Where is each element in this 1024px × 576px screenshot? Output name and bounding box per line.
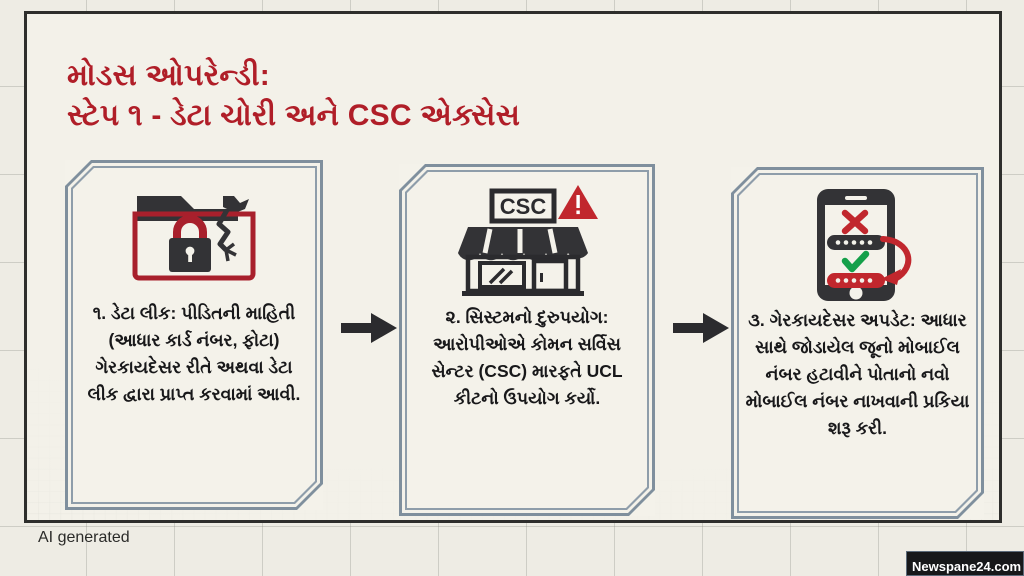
arrow-step2-to-step3 bbox=[673, 311, 731, 345]
arrow-step1-to-step2 bbox=[341, 311, 399, 345]
ai-generated-notice: AI generated bbox=[38, 529, 130, 546]
step-card-1[interactable]: ૧. ડેટા લીક: પીડિતની માહિતી (આધાર કાર્ડ … bbox=[65, 160, 323, 510]
csc-sign-label: CSC bbox=[500, 194, 547, 219]
csc-storefront-warning-icon: CSC bbox=[452, 180, 602, 300]
broken-folder-lock-icon bbox=[119, 176, 269, 296]
step-card-2[interactable]: CSC bbox=[399, 164, 655, 516]
title-line-2: સ્ટેપ ૧ - ડેટા ચોરી અને CSC એક્સેસ bbox=[67, 99, 521, 132]
step-2-text: ૨. સિસ્ટમનો દુરુપયોગ: આરોપીઓએ કોમન સર્વિ… bbox=[431, 307, 623, 408]
mobile-number-swap-icon bbox=[783, 183, 933, 303]
title-line-1: મોડસ ઓપરેન્ડી: bbox=[67, 59, 270, 92]
step-card-3[interactable]: ૩. ગેરકાયદેસર અપડેટ: આધાર સાથે જોડાયેલ જ… bbox=[731, 167, 984, 519]
page-title: મોડસ ઓપરેન્ડી: સ્ટેપ ૧ - ડેટા ચોરી અને C… bbox=[67, 56, 520, 136]
step-1-text: ૧. ડેટા લીક: પીડિતની માહિતી (આધાર કાર્ડ … bbox=[87, 303, 301, 404]
watermark-label: Newspane24.com bbox=[912, 559, 1022, 574]
step-3-text: ૩. ગેરકાયદેસર અપડેટ: આધાર સાથે જોડાયેલ જ… bbox=[745, 310, 970, 438]
content-panel: મોડસ ઓપરેન્ડી: સ્ટેપ ૧ - ડેટા ચોરી અને C… bbox=[24, 11, 1002, 523]
source-watermark: Newspane24.com bbox=[906, 551, 1024, 576]
